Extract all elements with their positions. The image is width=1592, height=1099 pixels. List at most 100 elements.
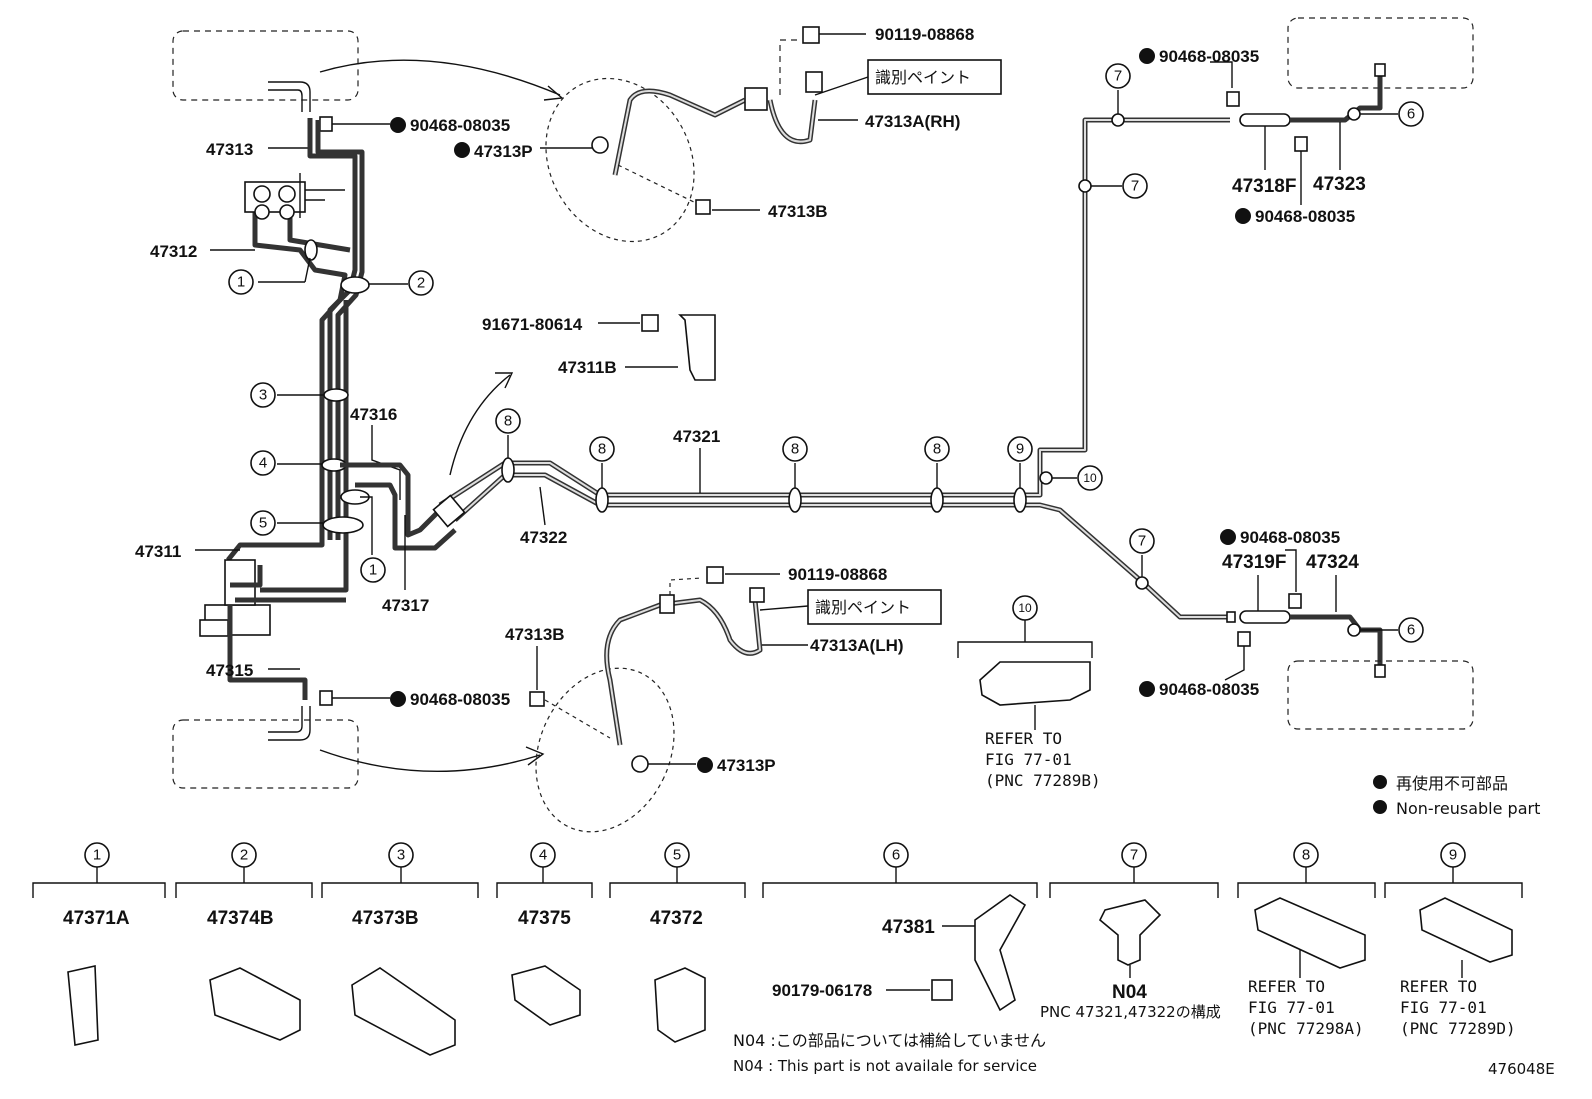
svg-text:2: 2 [240,847,248,864]
callout-7-a [1105,63,1131,89]
ref9-line2: FIG 77-01 [1400,998,1487,1017]
label-90468-b: 90468-08035 [410,690,510,709]
callout-3 [250,382,276,408]
label-90468-tr1: 90468-08035 [1159,47,1259,66]
arrow-bottom-left [319,749,541,772]
svg-text:6: 6 [1407,106,1415,123]
footnote-en: N04 : This part is not availale for serv… [733,1057,1037,1075]
label-47317: 47317 [382,596,429,615]
label-47313B-top: 47313B [768,202,828,221]
bottom-pn-47373B: 47373B [352,908,419,929]
clamp-77298A [1254,897,1366,969]
ref10-line1: REFER TO [985,729,1062,748]
junction-block [432,494,466,528]
rear-wheel-box-top [1287,17,1474,89]
label-90468-tr2: 90468-08035 [1255,207,1355,226]
clamp-47373B [351,967,456,1056]
label-91671: 91671-80614 [482,315,583,334]
callout-1-lower [360,557,386,583]
svg-text:8: 8 [598,441,606,458]
legend-dot-en [1373,800,1387,814]
clamp-47375 [511,965,581,1026]
front-wheel-box-top [172,30,359,101]
label-47311: 47311 [135,542,181,561]
callout-6-bottom [1398,617,1424,643]
label-47321: 47321 [673,427,720,446]
label-90119-top: 90119-08868 [875,25,974,44]
label-90468-br2: 90468-08035 [1159,680,1259,699]
non-reusable-dot [390,691,406,707]
hose-end-top [268,81,311,112]
clamp-47371A [67,965,99,1046]
front-wheel-box-bottom [172,719,359,789]
svg-text:8: 8 [504,413,512,430]
label-47323: 47323 [1313,174,1366,195]
label-47318F: 47318F [1232,176,1296,197]
ref8-line1: REFER TO [1248,977,1325,996]
label-47313P-top: 47313P [474,142,533,161]
non-reusable-dot [697,757,713,773]
ref8-line3: (PNC 77298A) [1248,1019,1364,1038]
svg-text:5: 5 [259,515,267,532]
svg-text:6: 6 [892,847,900,864]
callout-6-top [1398,101,1424,127]
label-47313: 47313 [206,140,253,159]
svg-text:1: 1 [369,562,377,579]
svg-text:8: 8 [791,441,799,458]
label-47313P-bot: 47313P [717,756,776,775]
callout-8-d [924,436,950,462]
svg-text:4: 4 [539,847,547,864]
clip-N04 [1099,899,1162,966]
svg-text:7: 7 [1114,68,1122,85]
ref9-line1: REFER TO [1400,977,1477,996]
label-90119-bot: 90119-08868 [788,565,887,584]
bracket-47311B [678,314,716,381]
arrow-top-left [319,59,561,96]
label-47316: 47316 [350,405,397,424]
non-reusable-dot [1139,48,1155,64]
svg-text:3: 3 [397,847,405,864]
svg-text:5: 5 [673,847,681,864]
label-47311B: 47311B [558,358,617,377]
callout-7-b [1122,173,1148,199]
callout-2 [408,270,434,296]
hose-47318F [1239,113,1291,127]
clamp-77289D [1419,897,1513,963]
paint-label-box-bottom [807,589,942,625]
ref8-line2: FIG 77-01 [1248,998,1335,1017]
label-47313B-bot: 47313B [505,625,565,644]
svg-text:1: 1 [93,847,101,864]
clamp-47374B [209,967,301,1041]
caliper-area-lh [535,667,675,833]
non-reusable-dot [454,142,470,158]
non-reusable-dot [1235,208,1251,224]
svg-text:10: 10 [1083,471,1097,485]
label-47324: 47324 [1306,552,1359,573]
label-90468-br1: 90468-08035 [1240,528,1340,547]
callout-7-c [1129,528,1155,554]
legend-jp: 再使用不可部品 [1396,774,1508,793]
bottom-pn-47381: 47381 [882,917,935,938]
bottom-note-N04: PNC 47321,47322の構成 [1040,1003,1221,1021]
svg-text:8: 8 [933,441,941,458]
svg-text:2: 2 [417,275,425,292]
non-reusable-dot [1220,529,1236,545]
paint-label-top: 識別ペイント [875,68,971,87]
callout-8-a [495,408,521,434]
non-reusable-dot [390,117,406,133]
callout-10 [1077,465,1103,491]
ref9-line3: (PNC 77289D) [1400,1019,1516,1038]
footnote-jp: N04 :この部品については補給していません [733,1031,1046,1050]
caliper-area-rh [545,77,695,243]
clamp-10-shape [979,661,1091,706]
svg-text:7: 7 [1131,178,1139,195]
legend-en: Non-reusable part [1396,799,1540,818]
paint-label-box-top [867,59,1002,95]
svg-text:6: 6 [1407,622,1415,639]
svg-text:9: 9 [1449,847,1457,864]
callout-5 [250,510,276,536]
label-47322: 47322 [520,528,567,547]
paint-label-bottom: 識別ペイント [815,598,911,617]
label-47315: 47315 [206,661,253,680]
